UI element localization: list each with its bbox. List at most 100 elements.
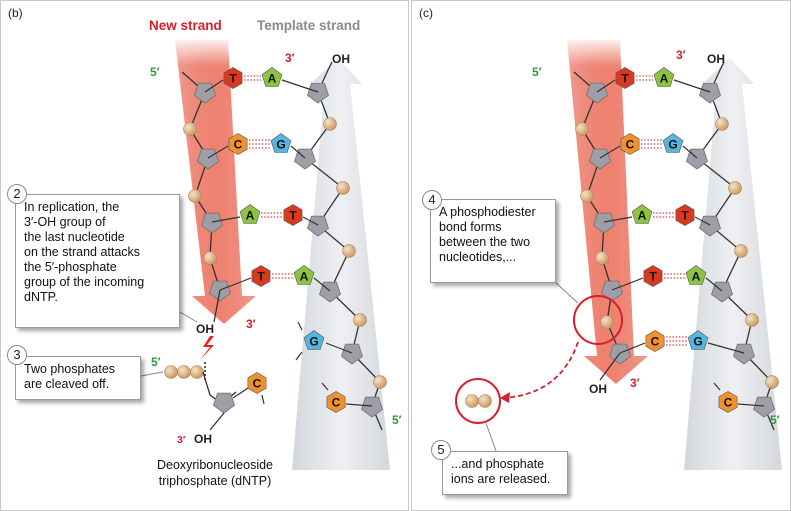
template-base-shape bbox=[653, 67, 675, 87]
sugar bbox=[361, 396, 383, 418]
sugar bbox=[733, 343, 755, 365]
template-base-letter: A bbox=[300, 270, 309, 284]
callout-line: bond forms bbox=[439, 220, 502, 234]
sugar bbox=[601, 280, 623, 302]
oh-label: OH bbox=[707, 52, 725, 66]
arrow-fade bbox=[170, 36, 240, 66]
new-base-letter: C bbox=[651, 335, 660, 349]
step-2-number: 2 bbox=[7, 184, 27, 204]
oh-bond bbox=[719, 61, 725, 71]
dntp-caption: Deoxyribonucleoside triphosphate (dNTP) bbox=[140, 457, 290, 489]
new-base-letter: T bbox=[229, 72, 237, 86]
oh-label: OH bbox=[196, 322, 214, 336]
oh-bond bbox=[327, 61, 333, 71]
phosphate bbox=[373, 375, 387, 389]
new-strand-title: New strand bbox=[149, 18, 222, 33]
callout-pointer bbox=[140, 371, 164, 377]
callout-line: on the strand attacks bbox=[24, 245, 141, 259]
attack-arrow bbox=[200, 336, 214, 360]
phosphate bbox=[323, 117, 337, 131]
template-base-shape bbox=[718, 391, 738, 413]
template-base-letter: G bbox=[668, 138, 677, 152]
three-prime-oh-bond bbox=[599, 352, 621, 381]
new-base-shape bbox=[631, 204, 653, 224]
phosphate bbox=[575, 122, 589, 136]
phosphate bbox=[734, 244, 748, 258]
new-base-shape bbox=[643, 265, 663, 287]
sugar bbox=[589, 148, 611, 170]
phosphate bbox=[336, 181, 350, 195]
phosphate bbox=[164, 365, 178, 379]
three-prime-label: 3′ bbox=[246, 317, 256, 331]
glycosidic-bond bbox=[673, 79, 711, 93]
sugar bbox=[593, 212, 615, 234]
new-base-letter: T bbox=[257, 270, 265, 284]
three-prime-label: 3′ bbox=[285, 51, 295, 65]
arrow-fade bbox=[562, 36, 632, 66]
new-base-shape bbox=[223, 67, 243, 89]
step-3-number: 3 bbox=[7, 345, 27, 365]
new-base-shape bbox=[239, 204, 261, 224]
new-base-shape bbox=[620, 133, 640, 155]
new-strand-backbone bbox=[573, 71, 621, 354]
new-base-shape bbox=[615, 67, 635, 89]
caption-line: triphosphate (dNTP) bbox=[158, 474, 272, 488]
callout-line: 3′-OH group of bbox=[24, 215, 106, 229]
three-prime-label: 3′ bbox=[630, 376, 640, 390]
phosphate bbox=[342, 244, 356, 258]
template-base-letter: A bbox=[660, 72, 669, 86]
base-stub bbox=[261, 394, 265, 405]
template-base-shape bbox=[662, 133, 684, 153]
sugar bbox=[213, 392, 235, 414]
new-strand-arrow bbox=[175, 40, 256, 324]
template-base-letter: C bbox=[332, 396, 341, 410]
glycosidic-bond bbox=[705, 277, 723, 292]
five-prime-label: 5′ bbox=[150, 65, 160, 79]
sugar bbox=[341, 343, 363, 365]
released-phosphate-highlight bbox=[455, 378, 501, 424]
glycosidic-bond bbox=[325, 342, 353, 354]
dntp-base-letter: C bbox=[253, 377, 262, 391]
new-base-shape bbox=[228, 133, 248, 155]
callout-line: are cleaved off. bbox=[24, 377, 110, 391]
glycosidic-bond bbox=[232, 387, 249, 399]
step-2-callout: In replication, the 3′-OH group of the l… bbox=[15, 194, 180, 328]
callout-line: the last nucleotide bbox=[24, 230, 125, 244]
oh-label: OH bbox=[332, 52, 350, 66]
oh-label: OH bbox=[589, 382, 607, 396]
oh-label: OH bbox=[194, 432, 212, 446]
callout-line: dNTP. bbox=[24, 290, 58, 304]
callout-line: ions are released. bbox=[451, 472, 551, 486]
callout-line: the 5′-phosphate bbox=[24, 260, 117, 274]
template-base-letter: G bbox=[276, 138, 285, 152]
phosphate bbox=[465, 394, 479, 408]
sugar bbox=[699, 215, 721, 237]
caption-line: Deoxyribonucleoside bbox=[156, 458, 274, 472]
template-base-shape bbox=[687, 330, 709, 350]
callout-line: group of the incoming bbox=[24, 275, 145, 289]
phosphate bbox=[745, 313, 759, 327]
new-base-shape bbox=[251, 265, 271, 287]
step-5-number: 5 bbox=[431, 440, 451, 460]
phosphate bbox=[190, 365, 204, 379]
phosphate bbox=[595, 251, 609, 265]
sugar bbox=[307, 82, 329, 104]
glycosidic-bond bbox=[281, 79, 319, 93]
callout-pointer bbox=[485, 422, 497, 452]
five-prime-label: 5′ bbox=[770, 413, 780, 427]
template-base-shape bbox=[685, 265, 707, 285]
template-base-shape bbox=[261, 67, 283, 87]
three-prime-label: 3′ bbox=[177, 434, 186, 446]
template-base-letter: A bbox=[692, 270, 701, 284]
new-base-letter: T bbox=[649, 270, 657, 284]
template-base-letter: G bbox=[309, 335, 318, 349]
base-stub bbox=[321, 382, 329, 391]
template-base-letter: T bbox=[289, 209, 297, 223]
template-base-shape bbox=[270, 133, 292, 153]
release-arrow bbox=[501, 341, 579, 399]
new-base-letter: A bbox=[638, 209, 647, 223]
three-prime-label: 3′ bbox=[676, 48, 686, 62]
